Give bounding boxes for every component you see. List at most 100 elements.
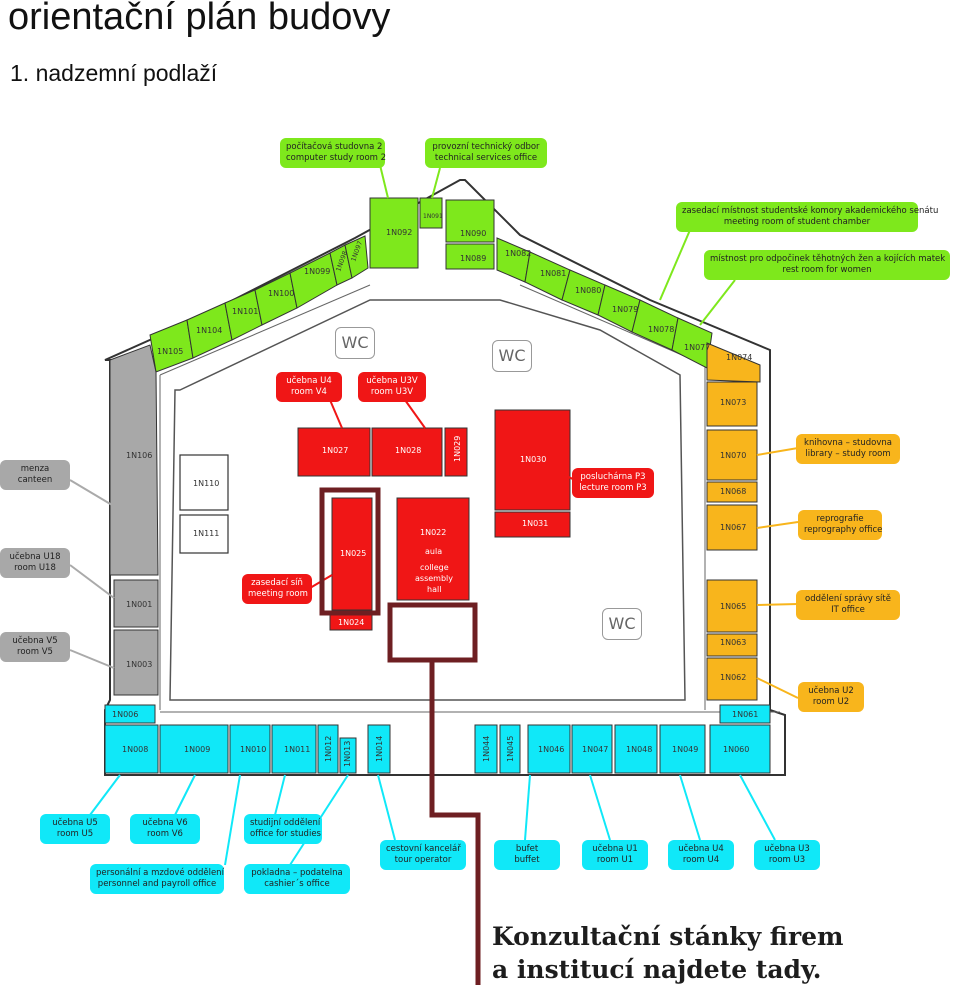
room-1N068: 1N068 <box>720 487 746 496</box>
room-1N063: 1N063 <box>720 638 746 647</box>
room-1N025: 1N025 <box>340 549 366 558</box>
room-1N044: 1N044 <box>482 736 491 762</box>
red-rooms <box>297 409 571 631</box>
room-1N079: 1N079 <box>612 305 638 314</box>
room-1N001: 1N001 <box>126 600 152 609</box>
room-1N091: 1N091 <box>423 213 443 220</box>
room-1N073: 1N073 <box>720 398 746 407</box>
green-rooms <box>149 197 713 373</box>
label-women: místnost pro odpočinek těhotných žen a k… <box>704 250 950 280</box>
room-1N027: 1N027 <box>322 446 348 455</box>
room-1N060: 1N060 <box>723 745 749 754</box>
cyan-leaders <box>89 774 776 866</box>
grey-leaders <box>69 479 115 669</box>
room-1N062: 1N062 <box>720 673 746 682</box>
room-1N010: 1N010 <box>240 745 266 754</box>
cyan-rooms <box>104 704 771 774</box>
room-1N011: 1N011 <box>284 745 310 754</box>
room-1N003: 1N003 <box>126 660 152 669</box>
room-1N008: 1N008 <box>122 745 148 754</box>
room-1N009: 1N009 <box>184 745 210 754</box>
room-1N022: 1N022 <box>420 528 446 537</box>
room-1N013: 1N013 <box>343 741 352 767</box>
room-1N082: 1N082 <box>505 249 531 258</box>
room-1N100: 1N100 <box>268 289 294 298</box>
green-leaders <box>379 164 736 326</box>
room-1N014: 1N014 <box>375 736 384 762</box>
white-rooms <box>179 454 229 554</box>
room-1N099: 1N099 <box>304 267 330 276</box>
aula-hall: hall <box>427 585 441 594</box>
consultation-note: Konzultační stánky firem a institucí naj… <box>492 922 844 984</box>
room-1N029: 1N029 <box>453 436 462 462</box>
room-1N006: 1N006 <box>112 710 138 719</box>
floor-subtitle: 1. nadzemní podlaží <box>10 60 218 86</box>
room-1N092: 1N092 <box>386 228 412 237</box>
aula-assembly: assembly <box>415 574 453 583</box>
room-1N028: 1N028 <box>395 446 421 455</box>
room-1N110: 1N110 <box>193 479 219 488</box>
wc-sign-north-east: WC <box>492 340 532 372</box>
wc-sign-south: WC <box>602 608 642 640</box>
room-1N080: 1N080 <box>575 286 601 295</box>
room-1N046: 1N046 <box>538 745 564 754</box>
room-1N047: 1N047 <box>582 745 608 754</box>
room-1N045: 1N045 <box>506 736 515 762</box>
room-1N030: 1N030 <box>520 455 546 464</box>
room-1N078: 1N078 <box>648 325 674 334</box>
room-1N061: 1N061 <box>732 710 758 719</box>
wc-sign-north-west: WC <box>335 327 375 359</box>
room-1N104: 1N104 <box>196 326 222 335</box>
room-1N089: 1N089 <box>460 254 486 263</box>
room-1N081: 1N081 <box>540 269 566 278</box>
room-1N067: 1N067 <box>720 523 746 532</box>
label-senate: zasedací místnost studentské komory akad… <box>676 202 938 232</box>
grey-rooms <box>109 344 159 696</box>
room-1N048: 1N048 <box>626 745 652 754</box>
page-title: orientační plán budovy <box>8 0 391 38</box>
room-1N070: 1N070 <box>720 451 746 460</box>
aula-college: college <box>420 563 449 572</box>
room-numbers: 1N092 1N091 1N090 1N089 1N082 1N081 1N08… <box>112 213 758 767</box>
room-1N049: 1N049 <box>672 745 698 754</box>
room-1N065: 1N065 <box>720 602 746 611</box>
aula-label: aula <box>425 547 442 556</box>
room-1N106: 1N106 <box>126 451 152 460</box>
room-1N090: 1N090 <box>460 229 486 238</box>
room-1N077: 1N077 <box>684 343 710 352</box>
room-1N012: 1N012 <box>324 736 333 762</box>
room-1N031: 1N031 <box>522 519 548 528</box>
room-1N105: 1N105 <box>157 347 183 356</box>
room-1N074: 1N074 <box>726 353 752 362</box>
orange-leaders <box>756 447 799 699</box>
room-1N024: 1N024 <box>338 618 364 627</box>
room-1N101: 1N101 <box>232 307 258 316</box>
room-1N111: 1N111 <box>193 529 219 538</box>
consultation-route <box>319 487 481 985</box>
orange-rooms <box>706 342 761 701</box>
